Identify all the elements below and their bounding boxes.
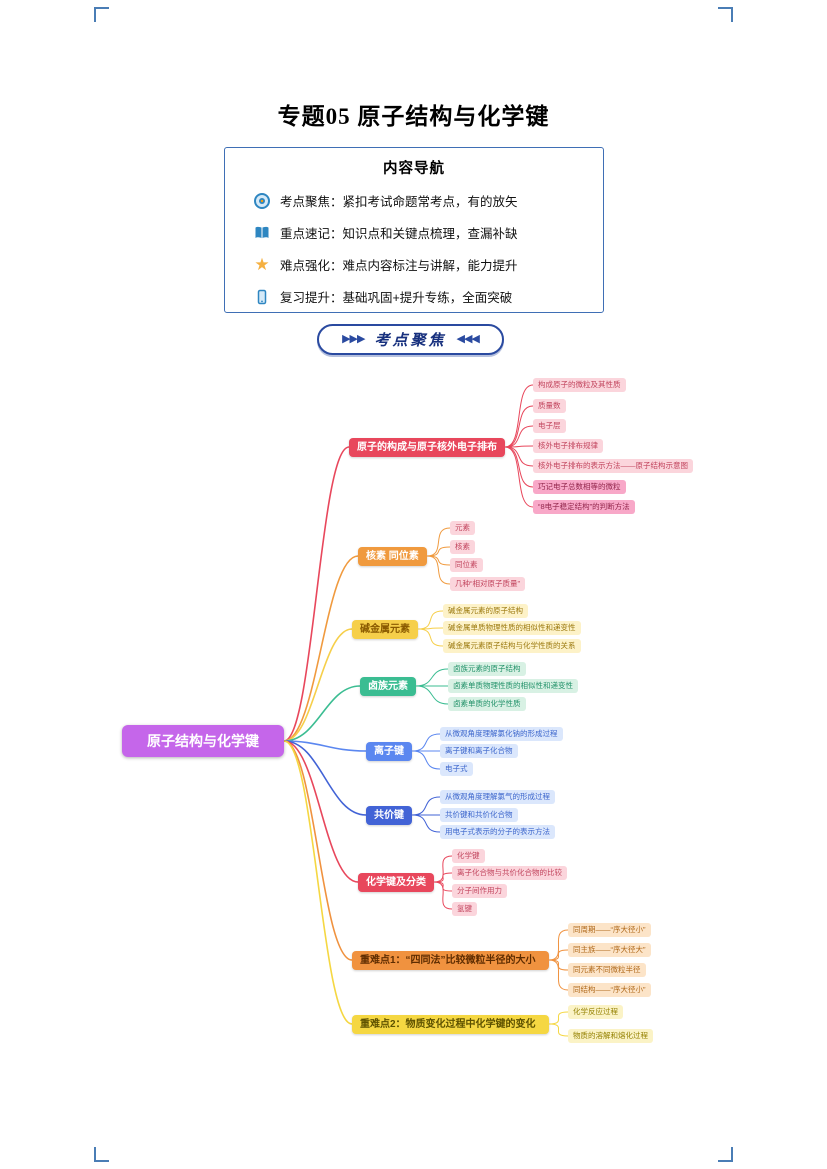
mindmap-leaf: 卤族元素的原子结构 xyxy=(448,662,526,676)
corner-mark xyxy=(94,7,109,22)
star-icon: ★ xyxy=(254,255,270,274)
mindmap-branch: 化学键及分类 xyxy=(358,872,434,892)
connector-line xyxy=(283,740,367,816)
mindmap-branch: 共价键 xyxy=(366,805,412,825)
mindmap-leaf: 构成原子的微粒及其性质 xyxy=(533,378,626,392)
nav-box-title: 内容导航 xyxy=(383,161,445,177)
connector-line xyxy=(426,527,451,557)
target-icon xyxy=(253,192,271,210)
connector-line xyxy=(411,796,441,816)
connector-line xyxy=(283,740,359,883)
mindmap-leaf: 核外电子排布的表示方法——原子结构示意图 xyxy=(533,459,693,473)
mindmap-leaf: 分子间作用力 xyxy=(452,884,507,898)
connector-line xyxy=(283,740,353,961)
connector-line xyxy=(504,405,534,448)
right-arrows-icon: ▶▶▶ xyxy=(342,333,365,345)
corner-mark xyxy=(718,7,733,22)
mindmap-leaf: 碱金属单质物理性质的相似性和递变性 xyxy=(443,621,581,635)
mindmap-branch: 重难点1：“四同法”比较微粒半径的大小 xyxy=(352,950,549,970)
mindmap-branch: 碱金属元素 xyxy=(352,619,418,639)
section-banner: ▶▶▶ 考点聚焦 ◀◀◀ xyxy=(317,324,504,355)
mindmap-branch: 原子的构成与原子核外电子排布 xyxy=(349,437,505,457)
nav-item-text: 难点强化：难点内容标注与讲解，能力提升 xyxy=(280,259,518,273)
connector-line xyxy=(283,628,353,742)
mindmap-leaf: 电子层 xyxy=(533,419,566,433)
mindmap-root: 原子结构与化学键 xyxy=(122,725,284,757)
nav-item: 复习提升：基础巩固+提升专练，全面突破 xyxy=(253,287,603,306)
nav-item: 考点聚焦：紧扣考试命题常考点，有的放矢 xyxy=(253,191,603,210)
section-banner-label: 考点聚焦 xyxy=(374,332,447,349)
mindmap-leaf: 电子式 xyxy=(440,762,473,776)
mindmap-leaf: 同元素不同微粒半径 xyxy=(568,963,646,977)
mindmap-leaf: 从微观角度理解氯化钠的形成过程 xyxy=(440,727,563,741)
connector-line xyxy=(504,384,534,448)
mindmap-leaf: 碱金属元素原子结构与化学性质的关系 xyxy=(443,639,581,653)
mindmap-leaf: 同位素 xyxy=(450,558,483,572)
connector-line xyxy=(417,628,444,647)
mindmap-branch: 重难点2：物质变化过程中化学键的变化 xyxy=(352,1014,549,1034)
page-title: 专题05 原子结构与化学键 xyxy=(277,104,550,129)
mindmap-leaf: 卤素单质的化学性质 xyxy=(448,697,526,711)
connector-line xyxy=(433,855,453,883)
connector-line xyxy=(504,446,534,508)
nav-item-text: 复习提升：基础巩固+提升专练，全面突破 xyxy=(280,291,513,305)
mindmap-leaf: 氢键 xyxy=(452,902,477,916)
connector-line xyxy=(415,685,449,705)
connector-line xyxy=(504,425,534,448)
left-arrows-icon: ◀◀◀ xyxy=(456,333,480,345)
mindmap-leaf: “8电子稳定结构”的判断方法 xyxy=(533,500,635,514)
nav-item-text: 重点速记：知识点和关键点梳理，查漏补缺 xyxy=(280,227,518,241)
connector-line xyxy=(283,740,353,1025)
phone-icon xyxy=(253,288,271,306)
mindmap-leaf: 卤素单质物理性质的相似性和递变性 xyxy=(448,679,578,693)
book-icon xyxy=(253,224,271,242)
mindmap-leaf: 核素 xyxy=(450,540,475,554)
corner-mark xyxy=(718,1147,733,1162)
connector-line xyxy=(283,555,359,742)
connector-line xyxy=(548,929,569,961)
mindmap-leaf: 核外电子排布规律 xyxy=(533,439,603,453)
connector-line xyxy=(283,685,361,742)
mindmap-leaf: 离子键和离子化合物 xyxy=(440,744,518,758)
mindmap-leaf: 离子化合物与共价化合物的比较 xyxy=(452,866,567,880)
mindmap-leaf: 巧记电子总数相等的微粒 xyxy=(533,480,626,494)
mindmap-branch: 卤族元素 xyxy=(360,676,416,696)
mindmap-branch: 核素 同位素 xyxy=(358,546,427,566)
corner-mark xyxy=(94,1147,109,1162)
mindmap-leaf: 化学键 xyxy=(452,849,485,863)
mindmap-leaf: 同结构——“序大径小” xyxy=(568,983,651,997)
mindmap-branch: 离子键 xyxy=(366,741,412,761)
nav-item-text: 考点聚焦：紧扣考试命题常考点，有的放矢 xyxy=(280,195,518,209)
mindmap-leaf: 元素 xyxy=(450,521,475,535)
nav-item: 重点速记：知识点和关键点梳理，查漏补缺 xyxy=(253,223,603,242)
mindmap-leaf: 从微观角度理解氯气的形成过程 xyxy=(440,790,555,804)
mindmap-leaf: 共价键和共价化合物 xyxy=(440,808,518,822)
mindmap-leaf: 同周期——“序大径小” xyxy=(568,923,651,937)
mindmap-leaf: 化学反应过程 xyxy=(568,1005,623,1019)
content-nav-box: 内容导航 考点聚焦：紧扣考试命题常考点，有的放矢 重点速记：知识点和关键点梳理，… xyxy=(224,147,604,313)
connector-line xyxy=(548,959,569,991)
mindmap-leaf: 用电子式表示的分子的表示方法 xyxy=(440,825,555,839)
mindmap-leaf: 几种“相对原子质量” xyxy=(450,577,525,591)
connector-line xyxy=(548,1011,569,1025)
connector-line xyxy=(548,1023,569,1037)
mindmap-leaf: 碱金属元素的原子结构 xyxy=(443,604,528,618)
connector-line xyxy=(283,740,367,752)
mindmap-leaf: 同主族——“序大径大” xyxy=(568,943,651,957)
connector-line xyxy=(411,814,441,833)
mindmap-leaf: 物质的溶解和熔化过程 xyxy=(568,1029,653,1043)
connector-line xyxy=(283,446,350,742)
connector-line xyxy=(426,555,451,585)
nav-item: ★ 难点强化：难点内容标注与讲解，能力提升 xyxy=(253,255,603,274)
connector-line xyxy=(433,881,453,910)
connector-line xyxy=(411,750,441,770)
mindmap-leaf: 质量数 xyxy=(533,399,566,413)
